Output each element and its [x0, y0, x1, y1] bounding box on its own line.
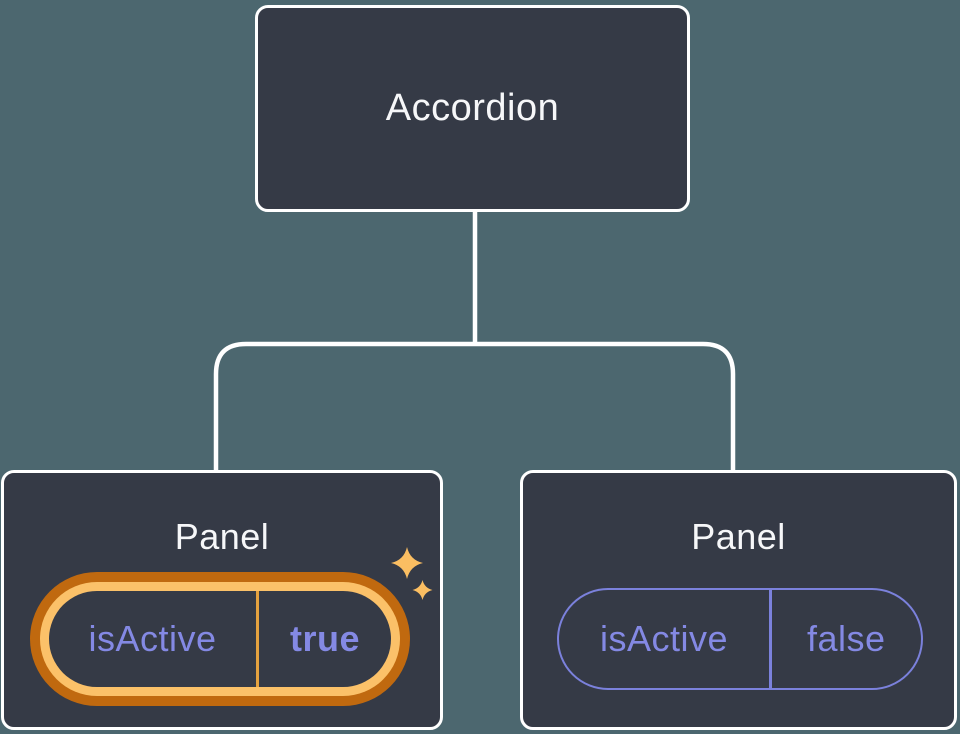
panel-node-inactive: Panel isActive false [520, 470, 957, 730]
pill-divider [256, 591, 259, 687]
prop-name-label: isActive [88, 618, 217, 659]
prop-pill-inactive: isActive false [557, 588, 923, 690]
prop-value-cell: false [772, 590, 922, 688]
prop-name-cell: isActive [559, 590, 769, 688]
panel-node-label: Panel [691, 516, 786, 557]
prop-pill-active-inner-ring: isActive true [40, 582, 400, 696]
prop-value-label: true [289, 618, 360, 659]
accordion-node-label: Accordion [385, 87, 560, 129]
prop-pill-active: isActive true [30, 572, 410, 706]
sparkles-icon [391, 547, 433, 600]
prop-value-label: false [806, 618, 886, 659]
panel-node-label: Panel [174, 516, 270, 557]
panel-node-active: Panel isActive true [1, 470, 443, 730]
prop-name-cell: isActive [49, 591, 256, 687]
accordion-node: Accordion [255, 5, 690, 212]
prop-pill-active-body: isActive true [49, 591, 391, 687]
prop-value-cell: true [259, 591, 391, 687]
prop-name-label: isActive [599, 618, 729, 659]
pill-divider [769, 590, 772, 688]
